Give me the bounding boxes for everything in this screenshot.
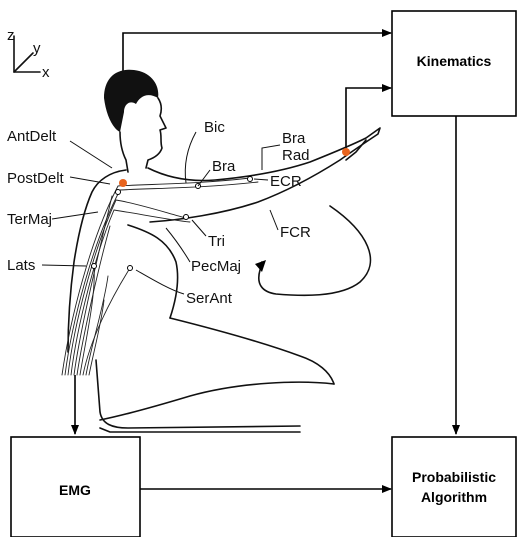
label-termaj: TerMaj	[7, 211, 52, 228]
antdelt-leader	[70, 141, 112, 168]
probabilistic-algorithm-box: Probabilistic Algorithm	[392, 437, 516, 537]
face-profile	[146, 98, 166, 168]
electrode-wires	[62, 178, 258, 375]
axis-x-label: x	[42, 64, 50, 81]
electrode-nodes	[92, 177, 253, 271]
label-bic: Bic	[204, 119, 225, 136]
coordinate-axes: z y x	[7, 27, 50, 81]
axis-z-label: z	[7, 27, 15, 44]
probabilistic-label-line2: Algorithm	[421, 489, 487, 505]
brarad-leader	[262, 145, 280, 170]
emg-label: EMG	[59, 482, 91, 498]
bra-leader	[198, 170, 210, 186]
label-pecmaj: PecMaj	[191, 258, 241, 275]
muscle-labels: AntDelt PostDelt TerMaj Lats Bic Bra Bra…	[7, 119, 311, 307]
label-lats: Lats	[7, 257, 35, 274]
label-brarad-line2: Rad	[282, 147, 310, 164]
back-of-neck	[120, 132, 128, 172]
label-postdelt: PostDelt	[7, 170, 65, 187]
label-serant: SerAnt	[186, 290, 233, 307]
kinematics-label: Kinematics	[417, 53, 492, 69]
tri-leader	[192, 220, 206, 236]
thigh-outline	[170, 318, 334, 384]
bic-leader	[185, 132, 196, 183]
seat-outline	[100, 382, 334, 420]
fcr-leader	[270, 210, 278, 230]
motion-arc	[259, 206, 371, 295]
label-ecr: ECR	[270, 173, 302, 190]
chest-outline	[128, 225, 178, 318]
termaj-leader	[52, 212, 98, 219]
motion-arrowhead	[255, 260, 266, 272]
head-to-kinematics-arrow	[123, 33, 391, 84]
emg-box: EMG	[11, 437, 140, 537]
axis-y-label: y	[33, 40, 41, 57]
kinematics-box: Kinematics	[392, 11, 516, 116]
pecmaj-leader	[166, 228, 190, 262]
label-fcr: FCR	[280, 224, 311, 241]
label-antdelt: AntDelt	[7, 128, 57, 145]
ecr-leader	[254, 179, 268, 180]
hand-marker	[342, 148, 350, 156]
shoulder-marker	[119, 179, 127, 187]
label-tri: Tri	[208, 233, 225, 250]
label-bra: Bra	[212, 158, 236, 175]
hair-shape	[104, 70, 158, 132]
axis-y-line	[14, 53, 33, 72]
lats-leader	[42, 265, 86, 266]
probabilistic-label-line1: Probabilistic	[412, 469, 496, 485]
label-brarad-line1: Bra	[282, 130, 306, 147]
